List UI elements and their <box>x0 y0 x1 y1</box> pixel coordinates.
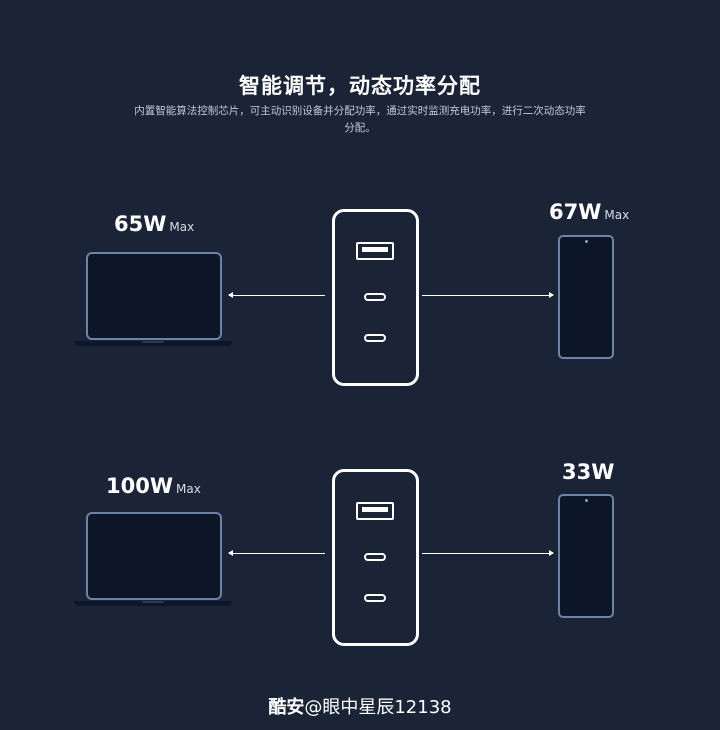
arrow-left-icon <box>228 292 325 298</box>
page-description: 内置智能算法控制芯片，可主动识别设备并分配功率，通过实时监测充电功率，进行二次动… <box>134 105 586 134</box>
arrow-right-icon <box>422 292 554 298</box>
phone-icon <box>558 235 614 359</box>
laptop-screen <box>86 512 222 600</box>
laptop-power-suffix: Max <box>169 220 195 234</box>
usb-a-port-icon <box>356 502 394 520</box>
usb-c-port-icon <box>364 334 386 342</box>
laptop-screen <box>86 252 222 340</box>
laptop-power-value: 100W <box>106 474 173 498</box>
laptop-power-value: 65W <box>114 212 167 236</box>
phone-icon <box>558 494 614 618</box>
camera-dot <box>585 240 588 243</box>
usb-c-port-icon <box>364 594 386 602</box>
usb-c-port-icon <box>364 553 386 561</box>
watermark-brand: 酷安 <box>268 697 305 718</box>
laptop-base <box>74 341 232 346</box>
laptop-power-suffix: Max <box>176 482 201 496</box>
phone-power-label: 33W <box>562 460 617 484</box>
charger-icon <box>332 469 419 646</box>
usb-c-port-icon <box>364 293 386 301</box>
phone-power-value: 33W <box>562 460 615 484</box>
page-title: 智能调节，动态功率分配 <box>239 74 481 98</box>
watermark: 酷安@眼中星辰12138 <box>0 693 720 719</box>
charger-icon <box>332 209 419 386</box>
laptop-notch <box>142 601 164 603</box>
arrow-right-icon <box>422 550 554 556</box>
laptop-base <box>74 601 232 606</box>
laptop-notch <box>142 341 164 343</box>
camera-dot <box>585 499 588 502</box>
phone-power-value: 67W <box>549 200 602 224</box>
watermark-handle: @眼中星辰12138 <box>304 697 452 718</box>
usb-a-port-icon <box>356 242 394 260</box>
phone-power-suffix: Max <box>604 208 630 222</box>
arrow-left-icon <box>228 550 325 556</box>
